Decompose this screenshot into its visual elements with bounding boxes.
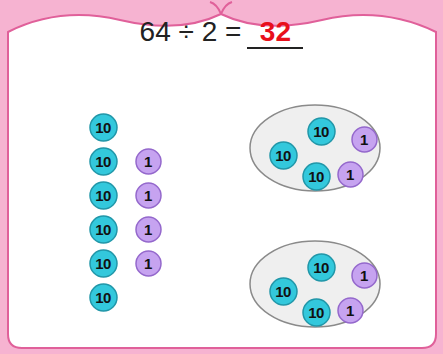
disc-outline (90, 148, 117, 175)
place-value: 10 (269, 141, 298, 170)
place-value: 1 (351, 262, 378, 289)
place-value: 10 (302, 298, 331, 327)
equation-text: 64 ÷ 2 = (140, 16, 242, 47)
disc-outline (136, 149, 161, 174)
place-value: 10 (302, 162, 331, 191)
ten-disc: 10 (302, 162, 331, 191)
group-ellipse: 10101011 (249, 240, 381, 328)
disc-outline (136, 217, 161, 242)
group-outline (250, 241, 380, 327)
place-value: 1 (135, 216, 162, 243)
disc-outline (352, 127, 377, 152)
ten-disc: 10 (89, 113, 118, 142)
place-value: 1 (135, 250, 162, 277)
one-disc: 1 (351, 262, 378, 289)
disc-outline (303, 163, 330, 190)
equation: 64 ÷ 2 =32 (0, 16, 443, 49)
disc-outline (352, 263, 377, 288)
disc-outline (90, 182, 117, 209)
place-value: 10 (89, 147, 118, 176)
ten-disc: 10 (89, 283, 118, 312)
place-value: 10 (307, 253, 336, 282)
disc-outline (308, 254, 335, 281)
ten-disc: 10 (307, 117, 336, 146)
place-value: 10 (89, 113, 118, 142)
one-disc: 1 (135, 216, 162, 243)
place-value: 1 (135, 182, 162, 209)
place-value: 1 (135, 148, 162, 175)
one-disc: 1 (337, 161, 364, 188)
one-disc: 1 (135, 250, 162, 277)
place-value: 10 (89, 249, 118, 278)
place-value: 1 (351, 126, 378, 153)
one-disc: 1 (351, 126, 378, 153)
place-value: 1 (337, 161, 364, 188)
disc-outline (90, 250, 117, 277)
place-value: 10 (89, 215, 118, 244)
group-outline (250, 105, 380, 191)
place-value: 10 (89, 181, 118, 210)
ten-disc: 10 (302, 298, 331, 327)
disc-outline (136, 183, 161, 208)
disc-outline (338, 162, 363, 187)
ten-disc: 10 (89, 147, 118, 176)
place-value: 10 (269, 277, 298, 306)
disc-outline (303, 299, 330, 326)
one-disc: 1 (337, 297, 364, 324)
disc-outline (308, 118, 335, 145)
disc-outline (136, 251, 161, 276)
answer: 32 (247, 17, 303, 49)
one-disc: 1 (135, 148, 162, 175)
ten-disc: 10 (89, 181, 118, 210)
ten-disc: 10 (307, 253, 336, 282)
one-disc: 1 (135, 182, 162, 209)
place-value: 1 (337, 297, 364, 324)
place-value: 10 (89, 283, 118, 312)
ten-disc: 10 (269, 141, 298, 170)
ten-disc: 10 (269, 277, 298, 306)
disc-outline (338, 298, 363, 323)
ten-disc: 10 (89, 249, 118, 278)
disc-outline (90, 114, 117, 141)
scroll-curl (210, 2, 232, 14)
disc-outline (90, 284, 117, 311)
group-ellipse: 10101011 (249, 104, 381, 192)
disc-outline (90, 216, 117, 243)
disc-outline (270, 142, 297, 169)
disc-outline (270, 278, 297, 305)
place-value: 10 (307, 117, 336, 146)
white-panel (8, 14, 436, 348)
ten-disc: 10 (89, 215, 118, 244)
